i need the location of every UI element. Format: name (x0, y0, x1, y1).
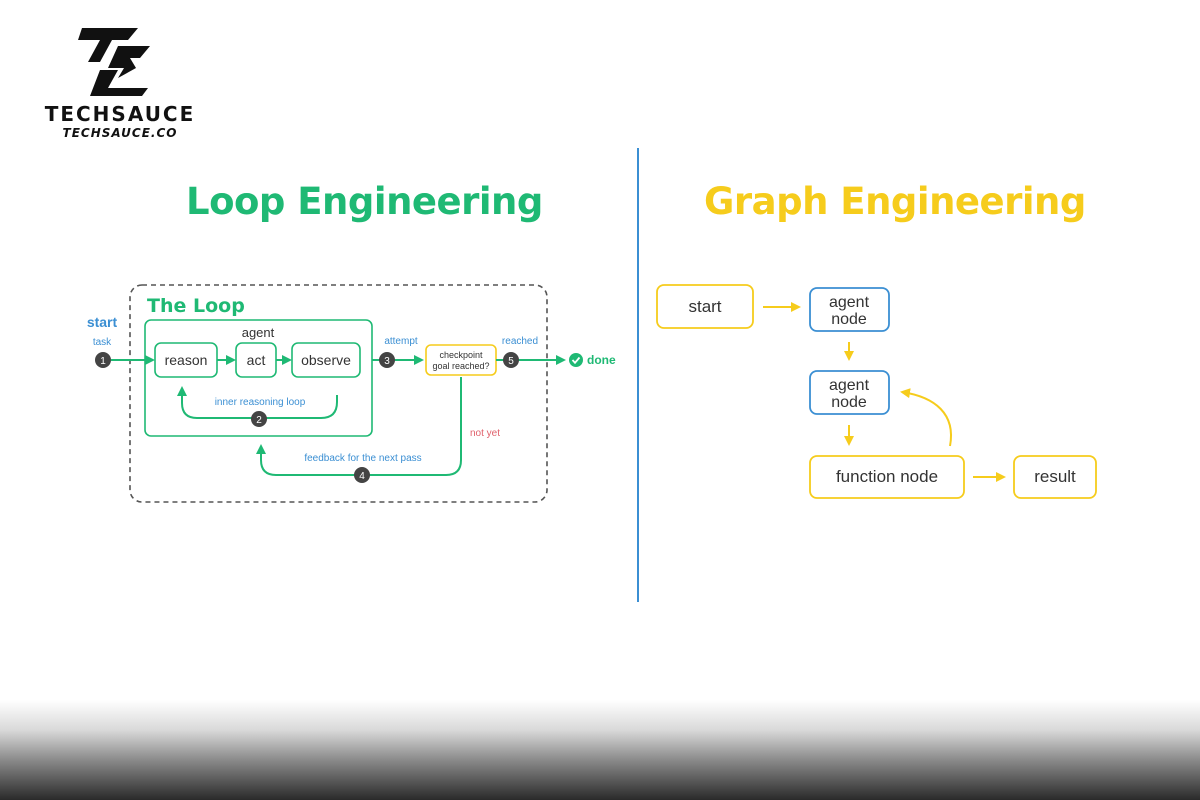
done-label: done (587, 353, 616, 367)
graph-start-label: start (688, 297, 721, 316)
step-2-badge (251, 411, 267, 427)
step-1-badge (95, 352, 111, 368)
step-2-label: 2 (256, 415, 262, 426)
done-checkmark (571, 356, 581, 365)
graph-diagram: start agent node agent node function nod… (656, 284, 1097, 499)
agent-node-2-line1: agent (829, 377, 870, 394)
bottom-shadow (0, 700, 1200, 800)
techsauce-logo-mark (78, 28, 150, 96)
step-1-label: 1 (100, 356, 106, 367)
not-yet-label: not yet (470, 428, 500, 439)
checkpoint-line1: checkpoint (439, 350, 483, 360)
observe-node (291, 342, 361, 378)
feedback-label: feedback for the next pass (304, 453, 421, 464)
step-5-badge (503, 352, 519, 368)
agent-node-1-line1: agent (829, 294, 870, 311)
reason-node-label: reason (165, 352, 208, 368)
act-node-label: act (247, 352, 266, 368)
agent-node-1-line2: node (831, 311, 867, 328)
start-label: start (87, 314, 118, 330)
step-4-badge (354, 467, 370, 483)
step-3-label: 3 (384, 356, 390, 367)
logo-wordmark: TECHSAUCE (44, 102, 196, 126)
step-5-label: 5 (508, 356, 514, 367)
agent-node-2 (809, 370, 890, 415)
task-label: task (93, 337, 112, 348)
arrow-function-agent2-loop (900, 388, 953, 447)
loop-container (129, 284, 548, 503)
observe-node-label: observe (301, 352, 351, 368)
checkpoint-line2: goal reached? (432, 361, 489, 371)
inner-loop-label: inner reasoning loop (215, 397, 306, 408)
the-loop-label: The Loop (147, 295, 245, 317)
step-3-badge (379, 352, 395, 368)
section-divider (637, 148, 639, 602)
function-node (809, 455, 965, 499)
logo-site: TECHSAUCE.CO (62, 126, 178, 140)
agent-label: agent (242, 325, 275, 340)
techsauce-logo: TECHSAUCE TECHSAUCE.CO (40, 22, 200, 147)
agent-box (144, 319, 373, 437)
agent-node-1 (809, 287, 890, 332)
graph-start-node (656, 284, 754, 329)
agent-node-2-line2: node (831, 394, 867, 411)
result-node (1013, 455, 1097, 499)
step-4-label: 4 (359, 471, 365, 482)
loop-diagram: The Loop agent reason act observe start … (87, 284, 616, 503)
graph-engineering-title: Graph Engineering (704, 180, 1086, 223)
reached-label: reached (502, 336, 538, 347)
attempt-label: attempt (384, 336, 418, 347)
function-node-label: function node (836, 467, 938, 486)
loop-engineering-title: Loop Engineering (186, 180, 543, 223)
done-check-icon (569, 353, 583, 367)
result-node-label: result (1034, 467, 1076, 486)
